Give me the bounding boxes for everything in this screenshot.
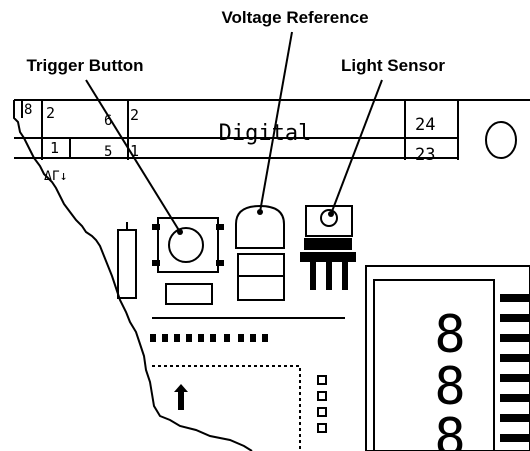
voltage-reference-component <box>235 204 285 301</box>
pin-label-24: 24 <box>415 115 435 135</box>
header-digital-label: Digital <box>219 121 312 146</box>
light-sensor-component <box>300 205 356 290</box>
header-strip: 8 2 1 6 2 5 1 Digital 24 23 ΔΓ↓ <box>14 100 459 184</box>
trigger-button-component <box>152 217 224 273</box>
pin-label-1-mid: 1 <box>130 142 139 160</box>
pin-label-6: 6 <box>104 113 112 129</box>
display-digit-2: 8 <box>434 357 465 417</box>
light-sensor-label: Light Sensor <box>341 56 445 75</box>
pin-label-5: 5 <box>104 144 112 160</box>
voltage-reference-label: Voltage Reference <box>221 8 368 27</box>
trigger-button-leader <box>85 79 181 233</box>
voltage-reference-leader <box>259 31 293 213</box>
display-pin-row <box>500 294 530 442</box>
silkscreen-marks: ΔΓ↓ <box>44 169 67 184</box>
pin-label-23: 23 <box>415 145 435 165</box>
display-digit-3: 8 <box>434 408 465 451</box>
seven-segment-display: 8 8 8 <box>365 265 530 451</box>
display-digit-1: 8 <box>434 305 465 365</box>
pin-label-8: 8 <box>24 102 32 118</box>
arrow-icon <box>174 384 188 410</box>
pin-label-1-left: 1 <box>50 139 59 157</box>
mounting-hole <box>485 121 517 159</box>
pin-label-2-mid: 2 <box>130 106 139 124</box>
pin-label-2-left: 2 <box>46 104 55 122</box>
small-chip-component <box>165 283 213 305</box>
light-sensor-leader <box>330 79 383 215</box>
pad-column <box>317 375 327 433</box>
trigger-button-label: Trigger Button <box>26 56 143 75</box>
connector-row <box>150 334 268 342</box>
board-outline <box>13 99 530 451</box>
resistor-component <box>117 229 137 299</box>
